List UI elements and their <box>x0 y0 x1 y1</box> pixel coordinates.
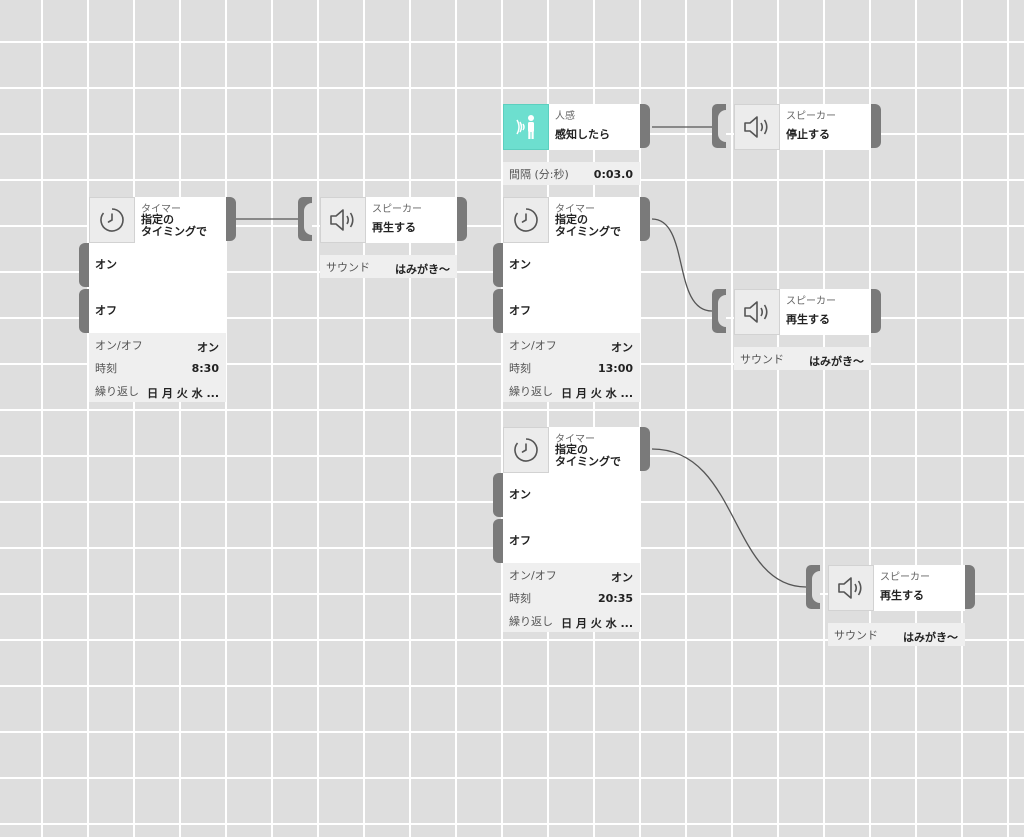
on-output-label: オン <box>95 258 117 271</box>
speaker-input-port[interactable] <box>806 565 820 609</box>
on-trigger-port[interactable] <box>493 473 503 517</box>
block-category: タイマー <box>555 434 595 445</box>
on-trigger-port[interactable] <box>79 243 89 287</box>
speaker-block-header[interactable]: スピーカー 再生する <box>734 289 871 335</box>
wire-timer-mid-to-speaker-mid <box>651 218 713 312</box>
off-trigger-port[interactable] <box>493 289 503 333</box>
timer-block-header[interactable]: タイマー 指定の タイミングで <box>89 197 226 243</box>
block-category: タイマー <box>555 204 595 215</box>
output-port[interactable] <box>871 104 881 148</box>
sensor-block-header[interactable]: 人感 感知したら <box>503 104 640 150</box>
prop-sound[interactable]: サウンドはみがき〜 <box>326 261 450 276</box>
block-action: 停止する <box>786 128 830 141</box>
off-trigger-port[interactable] <box>79 289 89 333</box>
output-port[interactable] <box>457 197 467 241</box>
speaker-props[interactable]: サウンドはみがき〜 <box>828 623 965 646</box>
output-port[interactable] <box>640 427 650 471</box>
prop-onoff[interactable]: オン/オフオン <box>509 569 633 584</box>
wire-timer-bottom-to-speaker-bottom <box>651 448 807 588</box>
block-category: 人感 <box>555 111 575 122</box>
output-port[interactable] <box>640 197 650 241</box>
output-port[interactable] <box>640 104 650 148</box>
speaker-block-middle[interactable]: スピーカー 再生する サウンドはみがき〜 <box>734 289 884 370</box>
clock-icon <box>503 427 549 473</box>
speaker-block-left[interactable]: スピーカー 再生する サウンドはみがき〜 <box>320 197 470 278</box>
prop-interval[interactable]: 間隔 (分:秒)0:03.0 <box>509 168 633 181</box>
speaker-props[interactable]: サウンドはみがき〜 <box>320 255 457 278</box>
prop-sound[interactable]: サウンドはみがき〜 <box>740 353 864 368</box>
output-port[interactable] <box>871 289 881 333</box>
on-trigger-port[interactable] <box>493 243 503 287</box>
timer-block-header[interactable]: タイマー 指定の タイミングで <box>503 197 640 243</box>
off-trigger-port[interactable] <box>493 519 503 563</box>
output-port[interactable] <box>226 197 236 241</box>
prop-repeat[interactable]: 繰り返し日 月 火 水 ... <box>95 385 219 400</box>
speaker-block-header[interactable]: スピーカー 再生する <box>828 565 965 611</box>
speaker-stop-block[interactable]: スピーカー 停止する <box>734 104 884 150</box>
speaker-input-port[interactable] <box>712 104 726 148</box>
speaker-block-header[interactable]: スピーカー 停止する <box>734 104 871 150</box>
speaker-icon <box>320 197 366 243</box>
prop-onoff[interactable]: オン/オフオン <box>509 339 633 354</box>
block-category: スピーカー <box>786 296 836 307</box>
block-action: 再生する <box>372 221 416 234</box>
block-category: スピーカー <box>786 111 836 122</box>
prop-onoff[interactable]: オン/オフオン <box>95 339 219 354</box>
block-action: 感知したら <box>555 128 610 141</box>
clock-icon <box>503 197 549 243</box>
clock-icon <box>89 197 135 243</box>
motion-sensor-block[interactable]: 人感 感知したら 間隔 (分:秒)0:03.0 <box>503 104 653 185</box>
prop-repeat[interactable]: 繰り返し日 月 火 水 ... <box>509 385 633 400</box>
sensor-props[interactable]: 間隔 (分:秒)0:03.0 <box>503 162 640 185</box>
timer-block-header[interactable]: タイマー 指定の タイミングで <box>503 427 640 473</box>
output-port[interactable] <box>965 565 975 609</box>
prop-repeat[interactable]: 繰り返し日 月 火 水 ... <box>509 615 633 630</box>
speaker-block-header[interactable]: スピーカー 再生する <box>320 197 457 243</box>
block-action: 再生する <box>880 589 924 602</box>
on-output-label: オン <box>509 258 531 271</box>
block-category: スピーカー <box>880 572 930 583</box>
speaker-icon <box>734 289 780 335</box>
block-action: 指定の タイミングで <box>555 443 621 468</box>
block-action: 再生する <box>786 313 830 326</box>
person-sensor-icon <box>503 104 549 150</box>
off-output-label: オフ <box>95 304 117 317</box>
speaker-input-port[interactable] <box>712 289 726 333</box>
timer-block-body: オン オフ <box>89 243 226 333</box>
speaker-icon <box>828 565 874 611</box>
speaker-input-port[interactable] <box>298 197 312 241</box>
speaker-block-bottom[interactable]: スピーカー 再生する サウンドはみがき〜 <box>828 565 978 646</box>
off-output-label: オフ <box>509 534 531 547</box>
timer-block-body: オン オフ <box>503 243 640 333</box>
prop-sound[interactable]: サウンドはみがき〜 <box>834 629 958 644</box>
block-action: 指定の タイミングで <box>141 213 207 238</box>
off-output-label: オフ <box>509 304 531 317</box>
on-output-label: オン <box>509 488 531 501</box>
block-category: スピーカー <box>372 204 422 215</box>
block-category: タイマー <box>141 204 181 215</box>
speaker-props[interactable]: サウンドはみがき〜 <box>734 347 871 370</box>
timer-block-body: オン オフ <box>503 473 640 563</box>
block-action: 指定の タイミングで <box>555 213 621 238</box>
speaker-icon <box>734 104 780 150</box>
